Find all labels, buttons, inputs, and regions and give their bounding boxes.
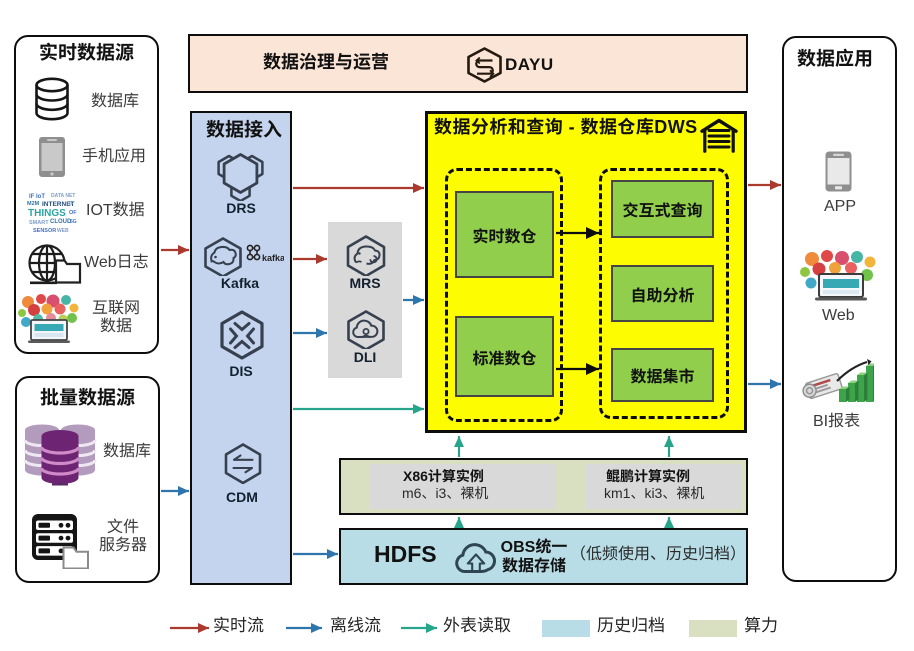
- svg-text:DATA NET: DATA NET: [51, 193, 75, 199]
- svg-text:M2M: M2M: [27, 201, 40, 207]
- svg-text:SENSOR: SENSOR: [33, 228, 56, 234]
- svg-text:WEB: WEB: [57, 228, 69, 234]
- svg-text:THINGS: THINGS: [28, 208, 66, 219]
- svg-text:IP: IP: [69, 201, 74, 207]
- svg-text:IF IoT: IF IoT: [29, 194, 45, 200]
- svg-text:kafka: kafka: [262, 253, 284, 263]
- svg-text:CLOUD: CLOUD: [50, 219, 72, 225]
- svg-text:5G: 5G: [70, 219, 77, 225]
- svg-text:SMART: SMART: [29, 220, 49, 226]
- svg-text:INTERNET: INTERNET: [42, 201, 75, 208]
- svg-text:OF: OF: [69, 210, 77, 216]
